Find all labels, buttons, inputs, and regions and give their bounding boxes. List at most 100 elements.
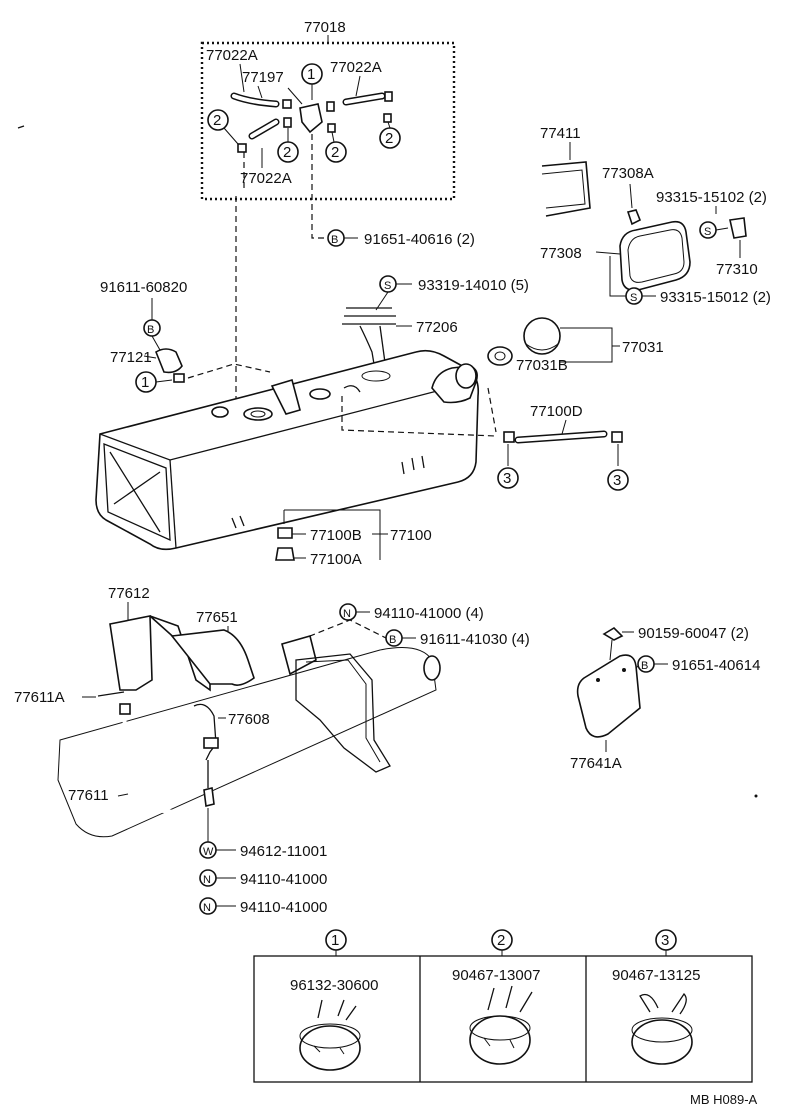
marker-n: N	[339, 603, 357, 621]
marker-b: B	[637, 655, 655, 673]
label-77100: 77100	[390, 527, 432, 544]
clamp-96132-30600-icon	[299, 999, 361, 1071]
svg-text:B: B	[147, 324, 154, 336]
label-93315-15012: 93315-15012 (2)	[660, 289, 771, 306]
legend-marker-3: 3	[655, 929, 677, 951]
label-77018: 77018	[304, 19, 346, 36]
legend-part-1: 96132-30600	[290, 977, 378, 994]
label-77022a-right: 77022A	[330, 59, 382, 76]
clamp-small	[283, 117, 292, 128]
label-94110-41000-b: 94110-41000	[240, 899, 327, 916]
label-77611: 77611	[68, 787, 109, 804]
label-77308: 77308	[540, 245, 582, 262]
svg-text:3: 3	[661, 932, 669, 949]
clamp-small	[383, 113, 392, 123]
label-77022a-top: 77022A	[206, 47, 258, 64]
label-77641a: 77641A	[570, 755, 622, 772]
marker-n: N	[199, 869, 217, 887]
marker-b: B	[327, 229, 345, 247]
svg-text:3: 3	[503, 470, 511, 487]
svg-text:1: 1	[307, 66, 315, 83]
svg-text:2: 2	[283, 144, 291, 161]
clamp-90467-13125-icon	[631, 992, 693, 1065]
clamp-small	[327, 123, 336, 133]
fuel-lid-group: 77411 77308A 93315-15102 (2) S 77310 773…	[540, 125, 771, 306]
label-77022a-bottom: 77022A	[240, 170, 292, 187]
marker-2: 2	[207, 109, 229, 131]
label-77100d: 77100D	[530, 403, 583, 420]
marker-s: S	[625, 287, 643, 305]
cap-gasket-77031b	[487, 346, 513, 366]
clamp-small	[237, 143, 247, 153]
label-93315-15102: 93315-15102 (2)	[656, 189, 767, 206]
protector-77641a	[576, 654, 641, 738]
svg-text:3: 3	[613, 472, 621, 489]
filler-cap-77031	[523, 317, 561, 355]
svg-text:2: 2	[331, 144, 339, 161]
label-77608: 77608	[228, 711, 270, 728]
hinge-pin-77308a	[626, 209, 642, 226]
label-77197: 77197	[242, 69, 284, 86]
clamp-small	[282, 99, 292, 109]
svg-text:N: N	[343, 608, 351, 620]
label-94110-41000-a: 94110-41000	[240, 871, 327, 888]
legend-marker-2: 2	[491, 929, 513, 951]
svg-text:1: 1	[141, 374, 149, 391]
svg-text:B: B	[641, 660, 648, 672]
hanger-77608	[193, 703, 217, 761]
label-77308a: 77308A	[602, 165, 654, 182]
label-77651: 77651	[196, 609, 238, 626]
clamp-small	[384, 91, 393, 102]
marker-n: N	[199, 897, 217, 915]
label-91611-60820: 91611-60820	[100, 279, 187, 296]
clamp-small	[611, 431, 623, 443]
legend-part-2: 90467-13007	[452, 967, 540, 984]
label-93319-14010: 93319-14010 (5)	[418, 277, 529, 294]
label-91651-40614: 91651-40614	[672, 657, 760, 674]
label-94110-41000-4: 94110-41000 (4)	[374, 605, 484, 622]
svg-text:N: N	[203, 874, 211, 886]
bolt-77611a	[97, 691, 125, 697]
label-91651-40616: 91651-40616 (2)	[364, 231, 475, 248]
svg-text:S: S	[630, 292, 637, 304]
marker-3: 3	[607, 469, 629, 491]
marker-w: W	[199, 841, 217, 859]
clamp-legend-table: 1 96132-30600 2 90467-13007 3 9046	[253, 929, 753, 1083]
label-77206: 77206	[416, 319, 458, 336]
clamp-small	[326, 101, 335, 112]
label-77612: 77612	[108, 585, 150, 602]
label-77611a: 77611A	[14, 689, 65, 706]
marker-2: 2	[325, 141, 347, 163]
vent-valve-77197	[299, 103, 323, 134]
svg-text:2: 2	[213, 112, 221, 129]
marker-2: 2	[277, 141, 299, 163]
marker-b: B	[143, 319, 161, 337]
cushion-77651	[170, 629, 255, 686]
svg-text:W: W	[203, 846, 214, 858]
svg-text:S: S	[384, 280, 391, 292]
label-90159-60047: 90159-60047 (2)	[638, 625, 749, 642]
marker-1: 1	[301, 63, 323, 85]
clamp-90467-13007-icon	[469, 985, 533, 1065]
drain-plug-77100a	[275, 547, 295, 561]
lid-bracket-77310	[729, 217, 747, 239]
label-77031b: 77031B	[516, 357, 568, 374]
svg-text:2: 2	[385, 130, 393, 147]
marker-3: 3	[497, 467, 519, 489]
drain-gasket-77100b	[277, 527, 293, 539]
marker-s: S	[699, 221, 717, 239]
label-91611-41030: 91611-41030 (4)	[420, 631, 530, 648]
legend-marker-1: 1	[325, 929, 347, 951]
svg-text:2: 2	[497, 932, 505, 949]
label-77100b: 77100B	[310, 527, 362, 544]
label-94612-11001: 94612-11001	[240, 843, 327, 860]
label-77100a: 77100A	[310, 551, 362, 568]
svg-text:S: S	[704, 226, 711, 238]
marker-b: B	[385, 629, 403, 647]
clamp-small	[503, 431, 515, 443]
svg-text:1: 1	[331, 932, 339, 949]
svg-text:B: B	[389, 634, 396, 646]
fuel-tank-77100	[95, 349, 480, 551]
